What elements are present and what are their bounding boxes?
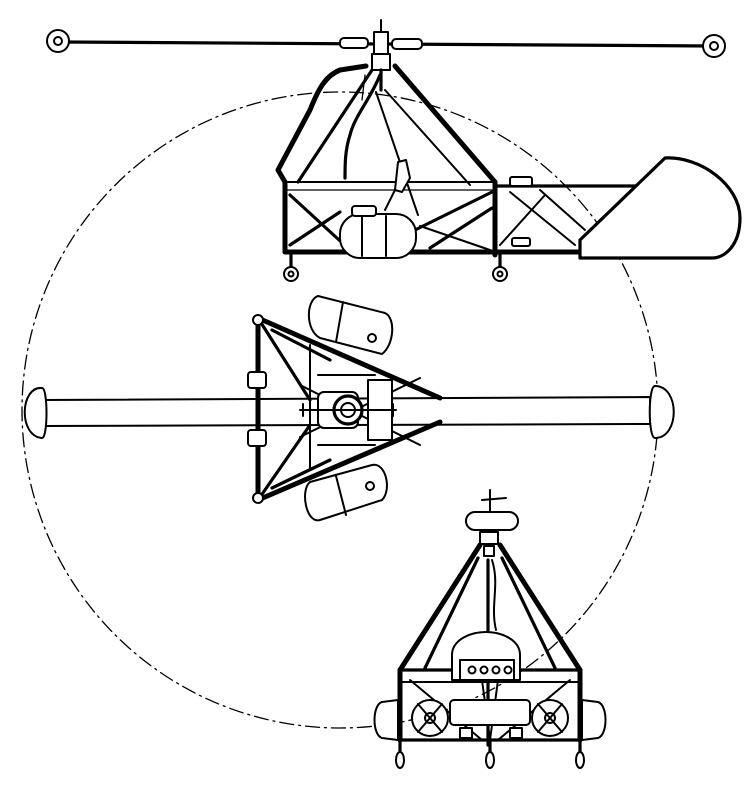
side-view <box>46 19 742 282</box>
top-fuel-tank-lower <box>304 463 388 522</box>
side-pylon-frame <box>275 63 583 258</box>
side-tail-boom <box>493 176 642 254</box>
top-view <box>23 295 675 522</box>
front-fuel-tank-right <box>531 699 607 741</box>
top-rotor-hub <box>299 394 397 426</box>
side-rotor-blade <box>46 19 726 58</box>
front-rotor-head <box>465 489 519 557</box>
side-engine <box>339 205 417 259</box>
top-fuel-tank-upper <box>307 295 394 355</box>
front-landing-wheels <box>395 738 585 769</box>
side-landing-wheels <box>283 250 508 282</box>
front-engine <box>449 631 531 739</box>
top-wheels <box>247 371 267 447</box>
front-fuel-tank-left <box>373 699 449 741</box>
side-rotor-mast <box>371 53 391 92</box>
side-tail-fin <box>578 156 742 260</box>
front-view <box>373 489 607 769</box>
